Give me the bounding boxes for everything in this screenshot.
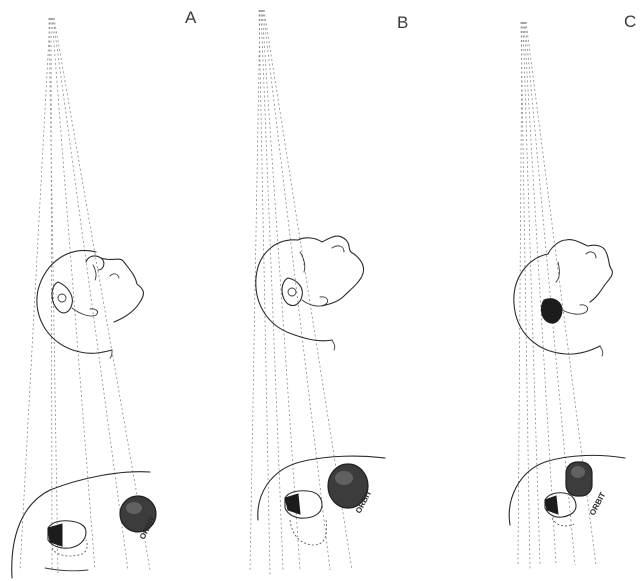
panel-c: ORBIT — [509, 22, 625, 570]
panel-label-a: A — [185, 8, 196, 28]
panel-b: ORBIT — [250, 10, 385, 575]
orbit-label-c: ORBIT — [588, 491, 608, 517]
panel-a: ORBIT — [12, 18, 158, 578]
film-head-a: ORBIT — [12, 472, 158, 578]
panel-label-c: C — [624, 12, 636, 32]
xray-beam-a — [20, 18, 150, 575]
panel-label-b: B — [397, 13, 408, 33]
film-head-b: ORBIT — [258, 456, 385, 545]
film-head-c: ORBIT — [509, 455, 625, 526]
patient-head-b — [256, 236, 364, 350]
patient-head-c — [514, 240, 613, 356]
